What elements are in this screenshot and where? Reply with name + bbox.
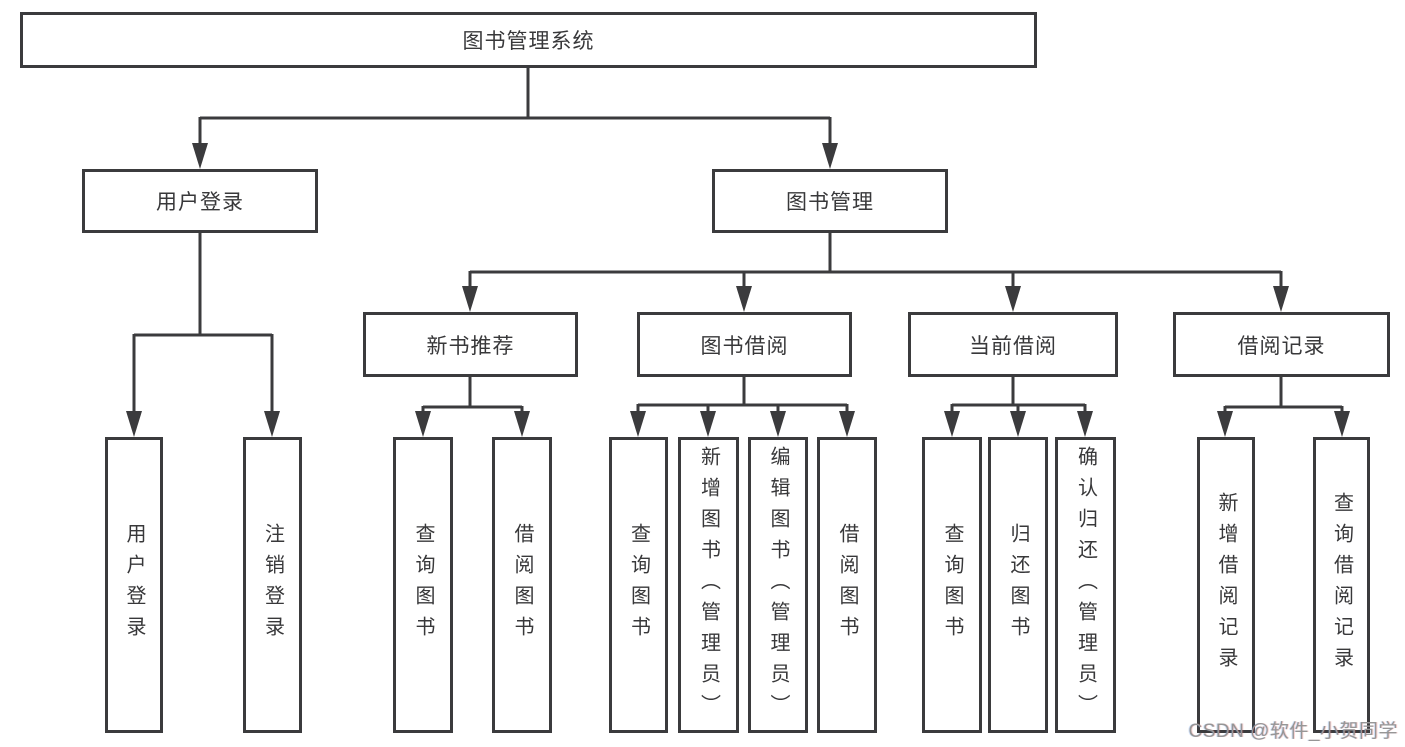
leaf-borrow-query-books: 查询图书 [609,437,668,733]
node-current-borrow: 当前借阅 [908,312,1118,377]
leaf-label: 借阅图书 [511,523,533,647]
node-label: 借阅记录 [1237,334,1326,358]
node-label: 新书推荐 [426,334,515,358]
leaf-record-query-borrow-record: 查询借阅记录 [1313,437,1370,733]
arrowhead [1273,286,1289,312]
arrowhead [1334,411,1350,437]
arrowhead [770,411,786,437]
node-label: 图书管理系统 [462,30,595,53]
node-label: 用户登录 [156,191,244,214]
leaf-record-add-borrow-record: 新增借阅记录 [1197,437,1255,733]
leaf-user-login: 用户登录 [105,437,163,733]
leaf-label: 归还图书 [1007,523,1029,647]
leaf-current-return-books: 归还图书 [988,437,1048,733]
leaf-label: 新增图书（管理员） [697,445,720,725]
node-label: 当前借阅 [969,334,1057,358]
arrowhead [462,286,478,312]
arrowhead [1005,286,1021,312]
leaf-label: 借阅图书 [836,523,858,647]
arrowhead [1077,411,1093,437]
arrowhead [822,143,838,169]
arrowhead [126,411,142,437]
leaf-label: 查询图书 [941,523,963,647]
arrowhead [192,143,208,169]
leaf-label: 查询借阅记录 [1330,492,1353,678]
node-user-login: 用户登录 [82,169,318,233]
csdn-watermark: CSDN @软件_小贺同学 [1188,721,1398,742]
node-new-book-recommend: 新书推荐 [363,312,578,377]
leaf-label: 查询图书 [412,523,434,647]
arrowhead [944,411,960,437]
leaf-label: 注销登录 [261,523,284,647]
leaf-current-confirm-return-admin: 确认归还（管理员） [1055,437,1116,733]
node-label: 图书借阅 [700,334,789,358]
leaf-newbook-query-books: 查询图书 [393,437,453,733]
arrowhead [415,411,431,437]
leaf-label: 确认归还（管理员） [1074,445,1097,725]
node-label: 图书管理 [786,191,874,214]
node-book-borrow: 图书借阅 [637,312,852,377]
leaf-current-query-books: 查询图书 [922,437,982,733]
arrowhead [839,411,855,437]
leaf-borrow-borrow-books: 借阅图书 [817,437,877,733]
leaf-label: 新增借阅记录 [1215,492,1237,678]
leaf-label: 查询图书 [627,523,650,647]
arrowhead [736,286,752,312]
node-borrow-records: 借阅记录 [1173,312,1390,377]
arrowhead [700,411,716,437]
leaf-newbook-borrow-books: 借阅图书 [492,437,552,733]
leaf-borrow-add-books-admin: 新增图书（管理员） [678,437,739,733]
arrowhead [1217,411,1233,437]
leaf-logout: 注销登录 [243,437,302,733]
leaf-borrow-edit-books-admin: 编辑图书（管理员） [748,437,808,733]
arrowhead [630,411,646,437]
leaf-label: 用户登录 [123,523,145,647]
arrowhead [1010,411,1026,437]
leaf-label: 编辑图书（管理员） [767,445,789,725]
node-root-system: 图书管理系统 [20,12,1037,68]
node-book-management: 图书管理 [712,169,948,233]
arrowhead [264,411,280,437]
arrowhead [514,411,530,437]
